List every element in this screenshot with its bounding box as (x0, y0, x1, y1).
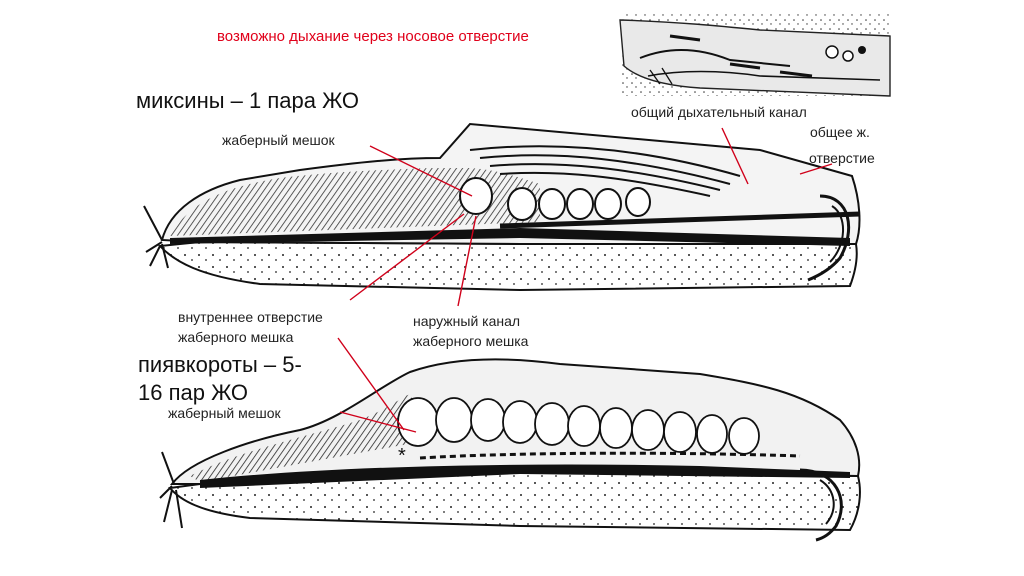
pointer-lines (337, 127, 833, 433)
label-inner-opening-1: внутреннее отверстие (178, 309, 323, 325)
top-note: возможно дыхание через носовое отверстие (217, 28, 529, 45)
label-gill-sac-bottom: жаберный мешок (168, 405, 281, 421)
nasal-breathing-inset (619, 14, 892, 97)
label-common-gill-opening-2: отверстие (809, 150, 875, 166)
label-gill-sac-top: жаберный мешок (222, 132, 335, 148)
svg-text:*: * (398, 445, 406, 467)
lamprey-title-line1: пиявкороты – 5- (138, 352, 302, 377)
pointer-common-opening (799, 163, 833, 175)
lamprey-illustration: * (159, 358, 861, 542)
pointer-outer-canal (457, 215, 477, 307)
hagfish-illustration (143, 122, 861, 292)
pointer-gill-sac-top (369, 145, 473, 197)
label-common-gill-opening-1: общее ж. (810, 124, 870, 140)
label-outer-canal-2: жаберного мешка (413, 333, 529, 349)
pointer-inner-opening (349, 213, 465, 301)
pointer-common-canal (721, 127, 749, 185)
label-outer-canal-1: наружный канал (413, 313, 521, 329)
hagfish-title: миксины – 1 пара ЖО (136, 88, 360, 113)
label-common-resp-canal: общий дыхательный канал (631, 104, 807, 120)
pointer-inner-opening-lamprey (337, 337, 405, 431)
label-inner-opening-2: жаберного мешка (178, 329, 294, 345)
lamprey-title-line2: 16 пар ЖО (138, 380, 249, 405)
